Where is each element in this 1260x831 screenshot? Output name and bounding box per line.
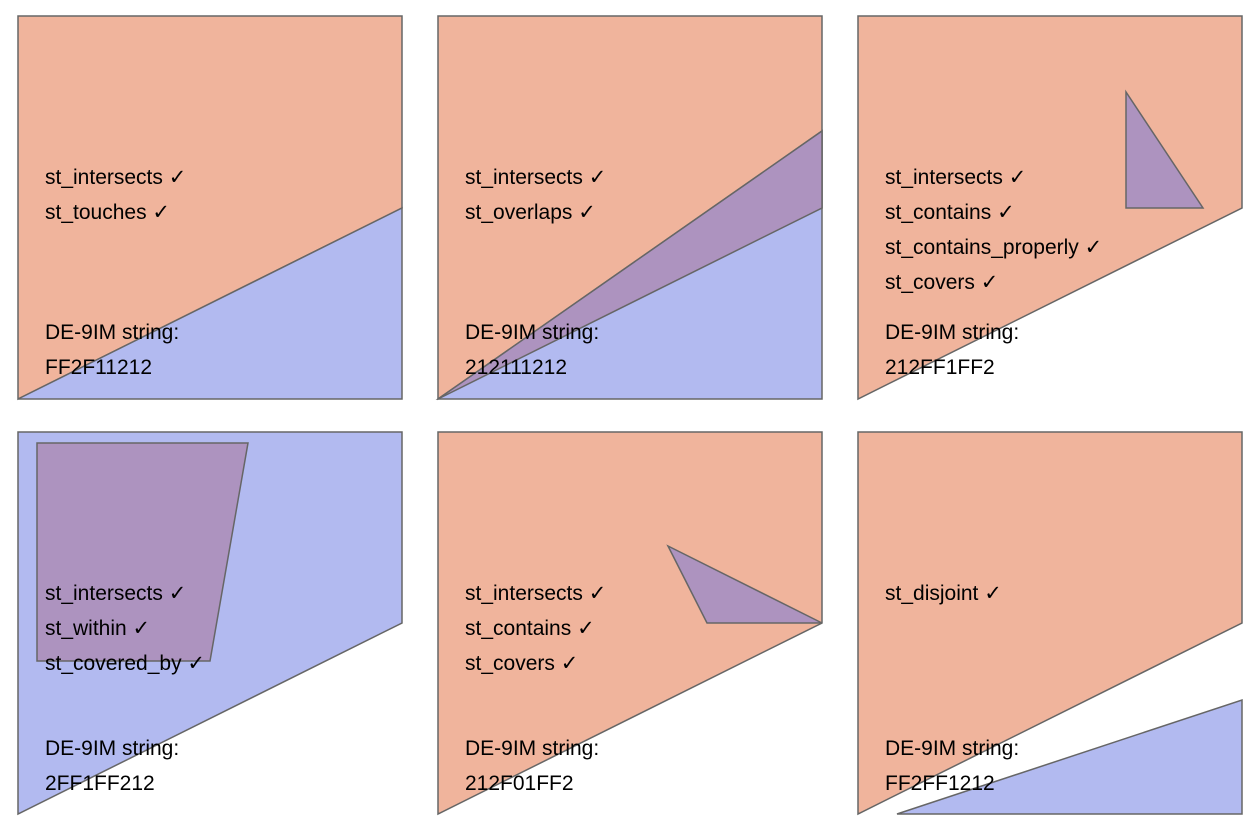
predicate-label: st_covered_by ✓ bbox=[45, 652, 205, 675]
predicate-label: st_contains_properly ✓ bbox=[885, 236, 1102, 259]
panel-2: st_intersects ✓ st_overlaps ✓ DE-9IM strin… bbox=[435, 15, 823, 401]
de9im-heading: DE-9IM string: bbox=[45, 737, 179, 760]
overlap-region bbox=[437, 129, 823, 400]
predicate-label: st_intersects ✓ bbox=[45, 166, 186, 189]
panel-1: st_intersects ✓ st_touches ✓ DE-9IM string… bbox=[17, 15, 403, 401]
de9im-heading: DE-9IM string: bbox=[465, 321, 599, 344]
de9im-string: 212111212 bbox=[465, 356, 567, 379]
predicate-label: st_overlaps ✓ bbox=[465, 201, 596, 224]
de9im-string: FF2FF1212 bbox=[885, 772, 995, 795]
geometry-y bbox=[666, 544, 823, 624]
de9im-string: FF2F11212 bbox=[45, 356, 152, 379]
predicate-label: st_intersects ✓ bbox=[45, 582, 186, 605]
geometry-x bbox=[857, 15, 1243, 401]
panel-3: st_intersects ✓ st_contains ✓ st_contains_… bbox=[857, 15, 1243, 401]
predicate-label: st_covers ✓ bbox=[465, 652, 578, 675]
de9im-string: 2FF1FF212 bbox=[45, 772, 155, 795]
predicate-label: st_touches ✓ bbox=[45, 201, 170, 224]
geometry-y bbox=[17, 206, 403, 400]
predicate-label: st_contains ✓ bbox=[465, 617, 595, 640]
de9im-heading: DE-9IM string: bbox=[885, 737, 1019, 760]
de9im-heading: DE-9IM string: bbox=[45, 321, 179, 344]
predicate-label: st_intersects ✓ bbox=[885, 166, 1026, 189]
geometry-x bbox=[36, 442, 249, 662]
predicate-label: st_disjoint ✓ bbox=[885, 582, 1002, 605]
geometry-y bbox=[896, 698, 1243, 815]
predicate-label: st_contains ✓ bbox=[885, 201, 1015, 224]
panel-6: st_disjoint ✓ DE-9IM string: FF2FF1212 bbox=[857, 431, 1243, 816]
panel-5: st_intersects ✓ st_contains ✓ st_covers ✓ D… bbox=[437, 431, 823, 816]
panel-4: st_intersects ✓ st_within ✓ st_covered_by … bbox=[17, 431, 403, 816]
de9im-string: 212F01FF2 bbox=[465, 772, 574, 795]
de9im-string: 212FF1FF2 bbox=[885, 356, 995, 379]
predicate-label: st_covers ✓ bbox=[885, 271, 998, 294]
predicate-label: st_within ✓ bbox=[45, 617, 150, 640]
predicate-label: st_intersects ✓ bbox=[465, 166, 606, 189]
de9im-heading: DE-9IM string: bbox=[465, 737, 599, 760]
de9im-heading: DE-9IM string: bbox=[885, 321, 1019, 344]
geometry-x bbox=[857, 431, 1243, 816]
predicate-label: st_intersects ✓ bbox=[465, 582, 606, 605]
geometry-y bbox=[1125, 89, 1205, 209]
